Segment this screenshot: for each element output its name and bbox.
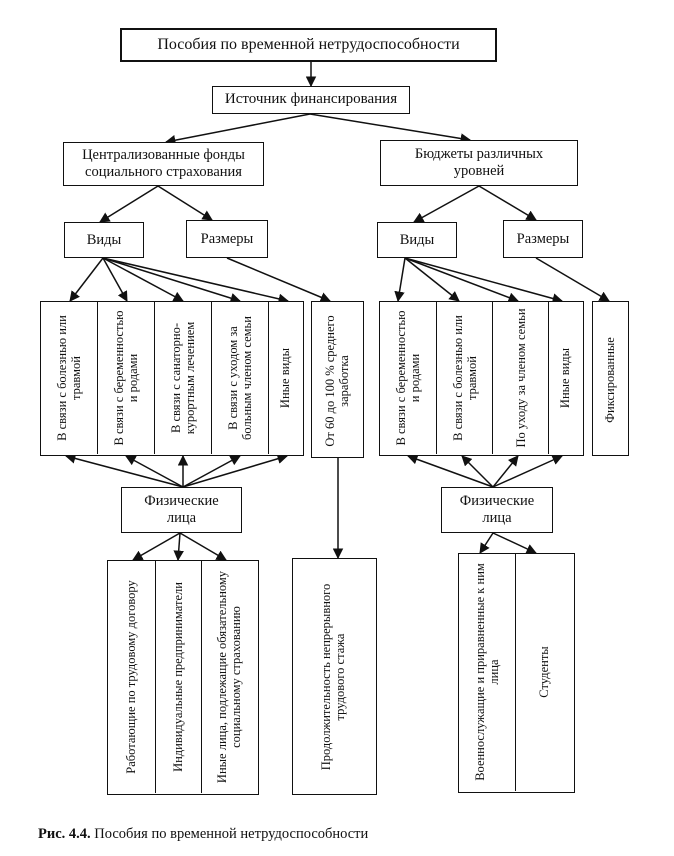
left-types-label: Виды xyxy=(86,231,122,248)
left-type-cell: В связи с болезнью или травмой xyxy=(41,302,98,454)
right-type-cell: По уходу за членом семьи xyxy=(493,302,549,454)
right-type-cell: В связи с беременностью и родами xyxy=(380,302,437,454)
left-sizes-label: Размеры xyxy=(200,230,254,247)
right-branch-header: Бюджеты различных уровней xyxy=(414,146,544,179)
arrow-source-to-right xyxy=(309,113,472,144)
arrow-left-to-types xyxy=(99,185,159,223)
diagram-title-box: Пособия по временной нетрудоспособности xyxy=(120,28,497,62)
left-type-label: В связи с санаторно-курортным лечением xyxy=(169,321,197,435)
right-sizes-label: Размеры xyxy=(516,230,570,247)
left-type-label: В связи с уходом за больным членом семьи xyxy=(226,316,254,440)
left-types-group: В связи с болезнью или травмой В связи с… xyxy=(40,301,304,456)
figure-caption-text: Пособия по временной нетрудоспособности xyxy=(90,826,369,842)
left-person-type-cell: Иные лица, подлежащие обязательному соци… xyxy=(202,561,257,793)
left-type-cell: В связи с беременностью и родами xyxy=(98,302,155,454)
right-persons-label: Физические лица xyxy=(459,493,535,526)
arrow-source-to-left xyxy=(164,113,311,146)
left-size-value: От 60 до 100 % среднего заработка xyxy=(323,315,351,447)
funding-source-box: Источник финансирования xyxy=(212,86,410,114)
left-person-type-cell: Работающие по трудовому договору xyxy=(108,561,156,793)
left-type-cell: В связи с санаторно-курортным лечением xyxy=(155,302,212,454)
right-type-cell: В связи с болезнью или травмой xyxy=(437,302,493,454)
funding-source-label: Источник финансирования xyxy=(224,91,398,108)
left-persons-box: Физические лица xyxy=(121,487,242,533)
right-type-label: По уходу за членом семьи xyxy=(514,308,529,448)
right-type-label: В связи с беременностью и родами xyxy=(394,310,422,446)
left-type-label: В связи с болезнью или травмой xyxy=(55,315,83,441)
left-type-label: Иные виды xyxy=(278,347,293,409)
right-person-type-cell: Военнослужащие и приравненные к ним лица xyxy=(459,554,516,791)
left-sizes-box: Размеры xyxy=(186,220,268,258)
left-person-type-cell: Индивидуальные предприниматели xyxy=(156,561,202,793)
figure-caption: Рис. 4.4. Пособия по временной нетрудосп… xyxy=(38,826,368,843)
right-size-value-box: Фиксированные xyxy=(592,301,629,456)
left-type-label: В связи с беременностью и родами xyxy=(112,310,140,446)
right-type-label: В связи с болезнью или травмой xyxy=(451,315,479,441)
duration-box: Продолжительность непрерывного трудового… xyxy=(292,558,377,795)
right-type-cell: Иные виды xyxy=(549,302,582,454)
arrow-right-to-sizes xyxy=(478,185,537,221)
right-types-label: Виды xyxy=(399,231,435,248)
left-person-type-label: Иные лица, подлежащие обязательному соци… xyxy=(215,570,243,784)
left-persons-label: Физические лица xyxy=(144,493,219,526)
diagram-title: Пособия по временной нетрудоспособности xyxy=(157,35,460,53)
figure-number: Рис. 4.4. xyxy=(38,826,91,842)
right-person-type-label: Студенты xyxy=(537,646,552,698)
left-person-types-group: Работающие по трудовому договору Индивид… xyxy=(107,560,259,795)
right-size-value: Фиксированные xyxy=(603,337,618,423)
duration-label: Продолжительность непрерывного трудового… xyxy=(319,583,347,771)
left-type-cell: В связи с уходом за больным членом семьи xyxy=(212,302,269,454)
left-types-box: Виды xyxy=(64,222,144,258)
left-size-value-box: От 60 до 100 % среднего заработка xyxy=(311,301,364,458)
right-branch-header-box: Бюджеты различных уровней xyxy=(380,140,578,186)
arrow-left-to-sizes xyxy=(157,185,213,221)
left-person-type-label: Индивидуальные предприниматели xyxy=(171,582,186,772)
right-sizes-box: Размеры xyxy=(503,220,583,258)
right-type-label: Иные виды xyxy=(558,347,573,409)
right-types-group: В связи с беременностью и родами В связи… xyxy=(379,301,584,456)
right-person-type-label: Военнослужащие и приравненные к ним лица xyxy=(473,563,501,781)
left-type-cell: Иные виды xyxy=(269,302,302,454)
right-person-types-group: Военнослужащие и приравненные к ним лица… xyxy=(458,553,575,793)
left-branch-header: Централизованные фонды социального страх… xyxy=(82,147,245,180)
right-persons-box: Физические лица xyxy=(441,487,553,533)
arrow-right-to-types xyxy=(413,185,480,223)
right-person-type-cell: Студенты xyxy=(516,554,573,791)
right-types-box: Виды xyxy=(377,222,457,258)
left-branch-header-box: Централизованные фонды социального страх… xyxy=(63,142,264,186)
left-person-type-label: Работающие по трудовому договору xyxy=(124,580,139,774)
